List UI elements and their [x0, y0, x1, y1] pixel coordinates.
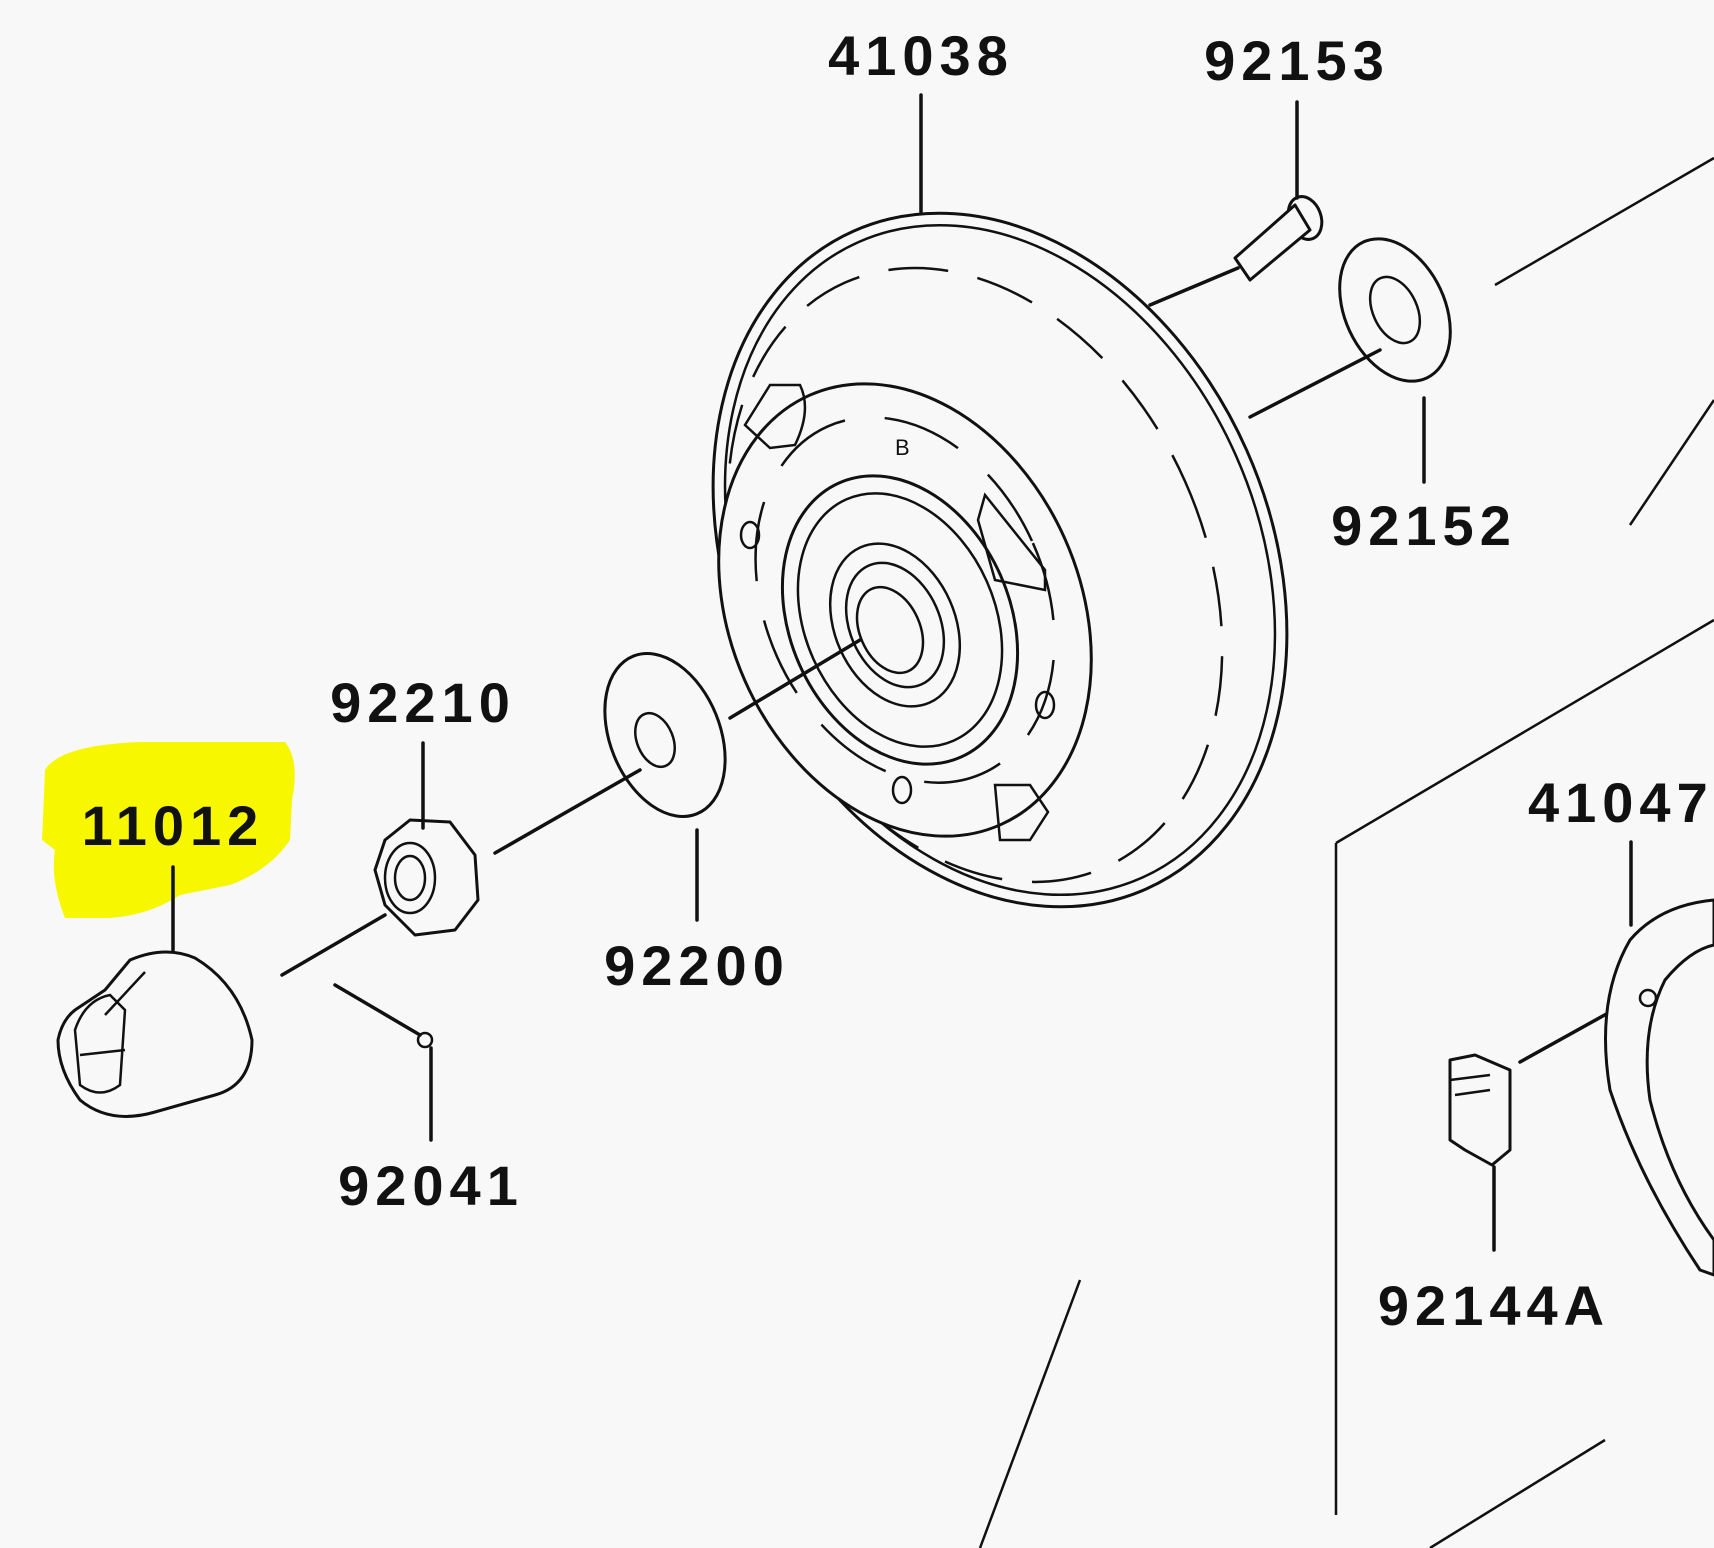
- svg-text:B: B: [895, 435, 910, 460]
- assembly-line: [978, 1279, 1082, 1548]
- washer-92152: [1248, 237, 1452, 419]
- callout-92153: 92153: [1204, 29, 1390, 92]
- assembly-line: [1494, 156, 1714, 287]
- callout-92210: 92210: [330, 671, 516, 734]
- cap-11012: [56, 950, 254, 1118]
- callout-92041: 92041: [338, 1154, 524, 1217]
- highlight-marker: [42, 742, 295, 918]
- assembly-line: [1628, 399, 1714, 526]
- washer-92200: [493, 638, 862, 855]
- callout-11012: 11012: [82, 794, 265, 857]
- bolt-92153: [1148, 195, 1324, 307]
- callout-92144A: 92144A: [1378, 1274, 1610, 1337]
- castle-nut-92210: [280, 818, 480, 977]
- brake-shoe-41047: [1604, 898, 1714, 1277]
- callout-92200: 92200: [604, 934, 790, 997]
- callout-92152: 92152: [1331, 494, 1517, 557]
- drum-hub-41038: B: [711, 211, 1289, 909]
- callout-41047: 41047: [1528, 771, 1714, 834]
- callout-41038: 41038: [828, 24, 1014, 87]
- cotter-pin-92041: [333, 983, 434, 1049]
- clip-92144A: [1448, 1010, 1612, 1167]
- assembly-line: [1429, 1438, 1606, 1548]
- assembly-line: [1335, 618, 1714, 845]
